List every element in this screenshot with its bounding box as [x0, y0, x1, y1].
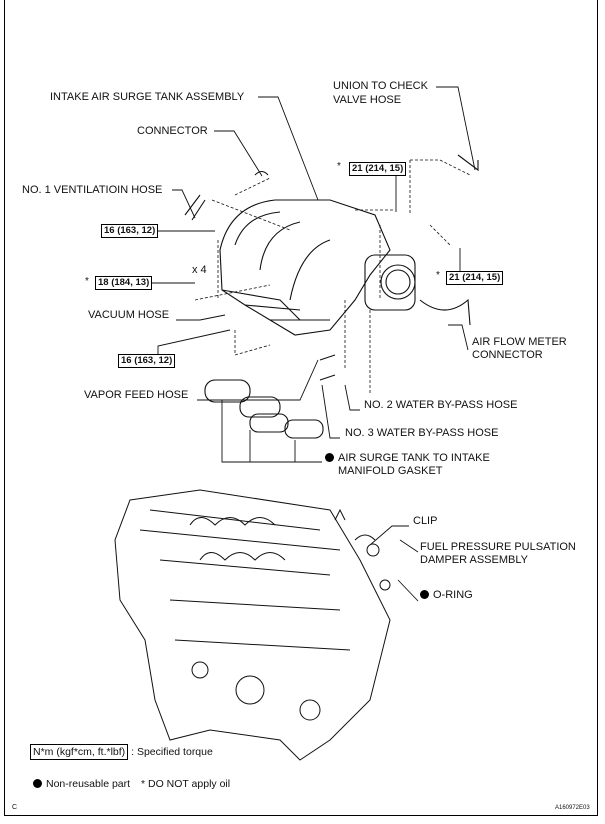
label-gasket-text: AIR SURGE TANK TO INTAKE [338, 452, 490, 464]
torque-box: 18 (184, 13) [95, 276, 153, 290]
leader-lines [146, 86, 476, 602]
label-union-hose: UNION TO CHECK [333, 80, 428, 92]
no-oil-mark: * [436, 270, 440, 281]
figure-code: A160972E03 [555, 805, 590, 811]
legend-no-oil: * DO NOT apply oil [141, 778, 231, 790]
label-surge-tank: INTAKE AIR SURGE TANK ASSEMBLY [50, 91, 245, 103]
torque-box: 21 (214, 15) [446, 271, 504, 285]
label-connector: CONNECTOR [137, 125, 208, 137]
legend-torque-text: : Specified torque [131, 746, 213, 758]
torque-box: 16 (163, 12) [101, 224, 159, 238]
non-reusable-icon [420, 590, 429, 599]
torque-box: 21 (214, 15) [349, 162, 407, 176]
diagram-frame [4, 0, 598, 816]
label-air-flow-meter-2: CONNECTOR [472, 349, 543, 361]
non-reusable-icon [33, 779, 42, 788]
engine-shape [114, 489, 391, 761]
no-oil-mark: * [85, 276, 89, 287]
legend-torque: N*m (kgf*cm, ft.*lbf) : Specified torque [30, 744, 213, 760]
label-air-flow-meter: AIR FLOW METER [472, 336, 567, 348]
footer-letter: C [12, 804, 18, 811]
label-ventilation-hose: NO. 1 VENTILATIOIN HOSE [22, 184, 163, 196]
label-damper: FUEL PRESSURE PULSATION [420, 541, 576, 553]
label-union-hose-2: VALVE HOSE [333, 94, 402, 106]
non-reusable-icon [325, 453, 334, 462]
gasket-shapes [199, 314, 336, 439]
surge-tank-shape [184, 154, 479, 336]
label-water-bypass-2: NO. 2 WATER BY-PASS HOSE [364, 399, 518, 411]
no-oil-mark: * [337, 161, 341, 172]
label-o-ring-text: O-RING [433, 589, 473, 601]
label-gasket: AIR SURGE TANK TO INTAKE [325, 452, 490, 465]
label-damper-2: DAMPER ASSEMBLY [420, 554, 528, 566]
label-vacuum-hose: VACUUM HOSE [88, 309, 170, 321]
label-water-bypass-3: NO. 3 WATER BY-PASS HOSE [345, 427, 499, 439]
legend-torque-box: N*m (kgf*cm, ft.*lbf) [30, 744, 129, 760]
label-gasket-2: MANIFOLD GASKET [338, 465, 443, 477]
legend-non-reusable: Non-reusable part [33, 778, 130, 791]
label-clip: CLIP [413, 515, 438, 527]
torque-box: 16 (163, 12) [118, 354, 176, 368]
label-o-ring: O-RING [420, 589, 473, 602]
label-vapor-feed-hose: VAPOR FEED HOSE [84, 389, 189, 401]
quantity-label: x 4 [192, 264, 207, 276]
alignment-lines [194, 159, 471, 395]
legend-non-reusable-text: Non-reusable part [46, 778, 131, 790]
